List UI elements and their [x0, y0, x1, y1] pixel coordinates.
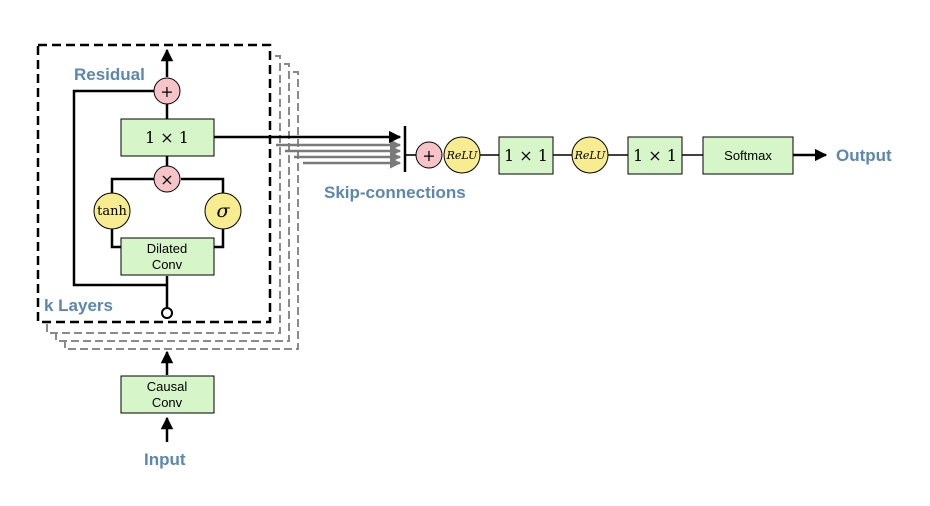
svg-text:1 × 1: 1 × 1 — [633, 146, 677, 165]
svg-text:1 × 1: 1 × 1 — [145, 128, 189, 147]
svg-text:Causal: Causal — [147, 379, 188, 394]
dilated-conv-block: Dilated Conv — [120, 237, 215, 276]
relu-node-1: ReLU — [443, 136, 481, 174]
softmax-block: Softmax — [702, 136, 794, 175]
k-layers-label: k Layers — [44, 296, 113, 315]
output-conv-1x1-b: 1 × 1 — [627, 136, 683, 175]
input-label: Input — [144, 450, 186, 469]
svg-text:+: + — [422, 146, 435, 165]
skip-connections-label: Skip-connections — [324, 183, 466, 202]
svg-text:Conv: Conv — [152, 395, 183, 410]
svg-text:Conv: Conv — [152, 257, 183, 272]
tanh-gate: tanh — [93, 192, 131, 230]
sigma-to-mult-wire — [181, 177, 225, 194]
layer-input-node — [161, 307, 173, 319]
residual-label: Residual — [74, 65, 145, 84]
svg-text:ReLU: ReLU — [574, 149, 606, 162]
svg-text:×: × — [160, 170, 173, 189]
output-label: Output — [836, 146, 892, 165]
svg-text:σ: σ — [217, 200, 231, 222]
svg-text:Dilated: Dilated — [147, 241, 187, 256]
residual-sum-node: + — [153, 77, 181, 105]
svg-text:ReLU: ReLU — [446, 149, 478, 162]
skip-connection-arrows — [214, 126, 407, 172]
svg-text:1 × 1: 1 × 1 — [504, 146, 548, 165]
residual-conv-1x1: 1 × 1 — [120, 118, 215, 157]
skip-sum-node: + — [415, 141, 443, 169]
output-conv-1x1-a: 1 × 1 — [498, 136, 554, 175]
relu-node-2: ReLU — [571, 136, 609, 174]
svg-text:tanh: tanh — [97, 204, 127, 219]
residual-loop-wire — [72, 89, 167, 287]
causal-conv-block: Causal Conv — [120, 375, 215, 414]
gate-multiply-node: × — [153, 165, 181, 193]
svg-text:+: + — [160, 82, 173, 101]
svg-text:Softmax: Softmax — [724, 148, 772, 163]
sigmoid-gate: σ — [204, 192, 242, 230]
tanh-to-mult-wire — [110, 177, 154, 194]
